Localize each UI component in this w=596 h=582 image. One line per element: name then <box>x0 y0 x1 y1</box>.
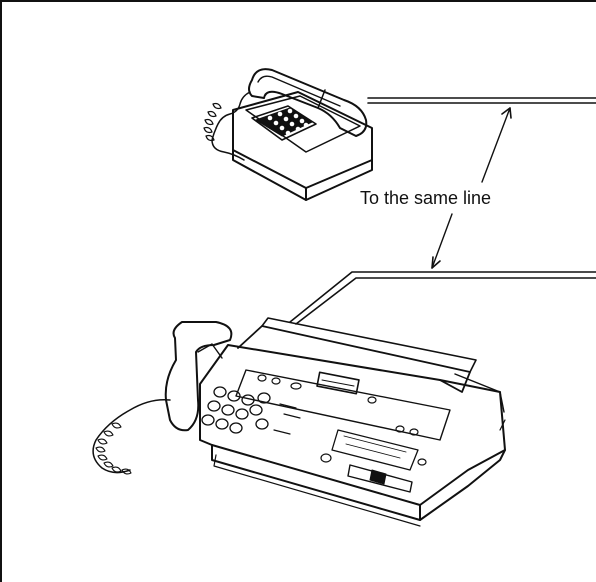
phone-line <box>368 98 596 103</box>
fax-line <box>290 272 596 324</box>
telephone-icon <box>204 69 372 200</box>
fax-machine-icon <box>93 318 505 526</box>
line-label: To the same line <box>358 188 493 209</box>
